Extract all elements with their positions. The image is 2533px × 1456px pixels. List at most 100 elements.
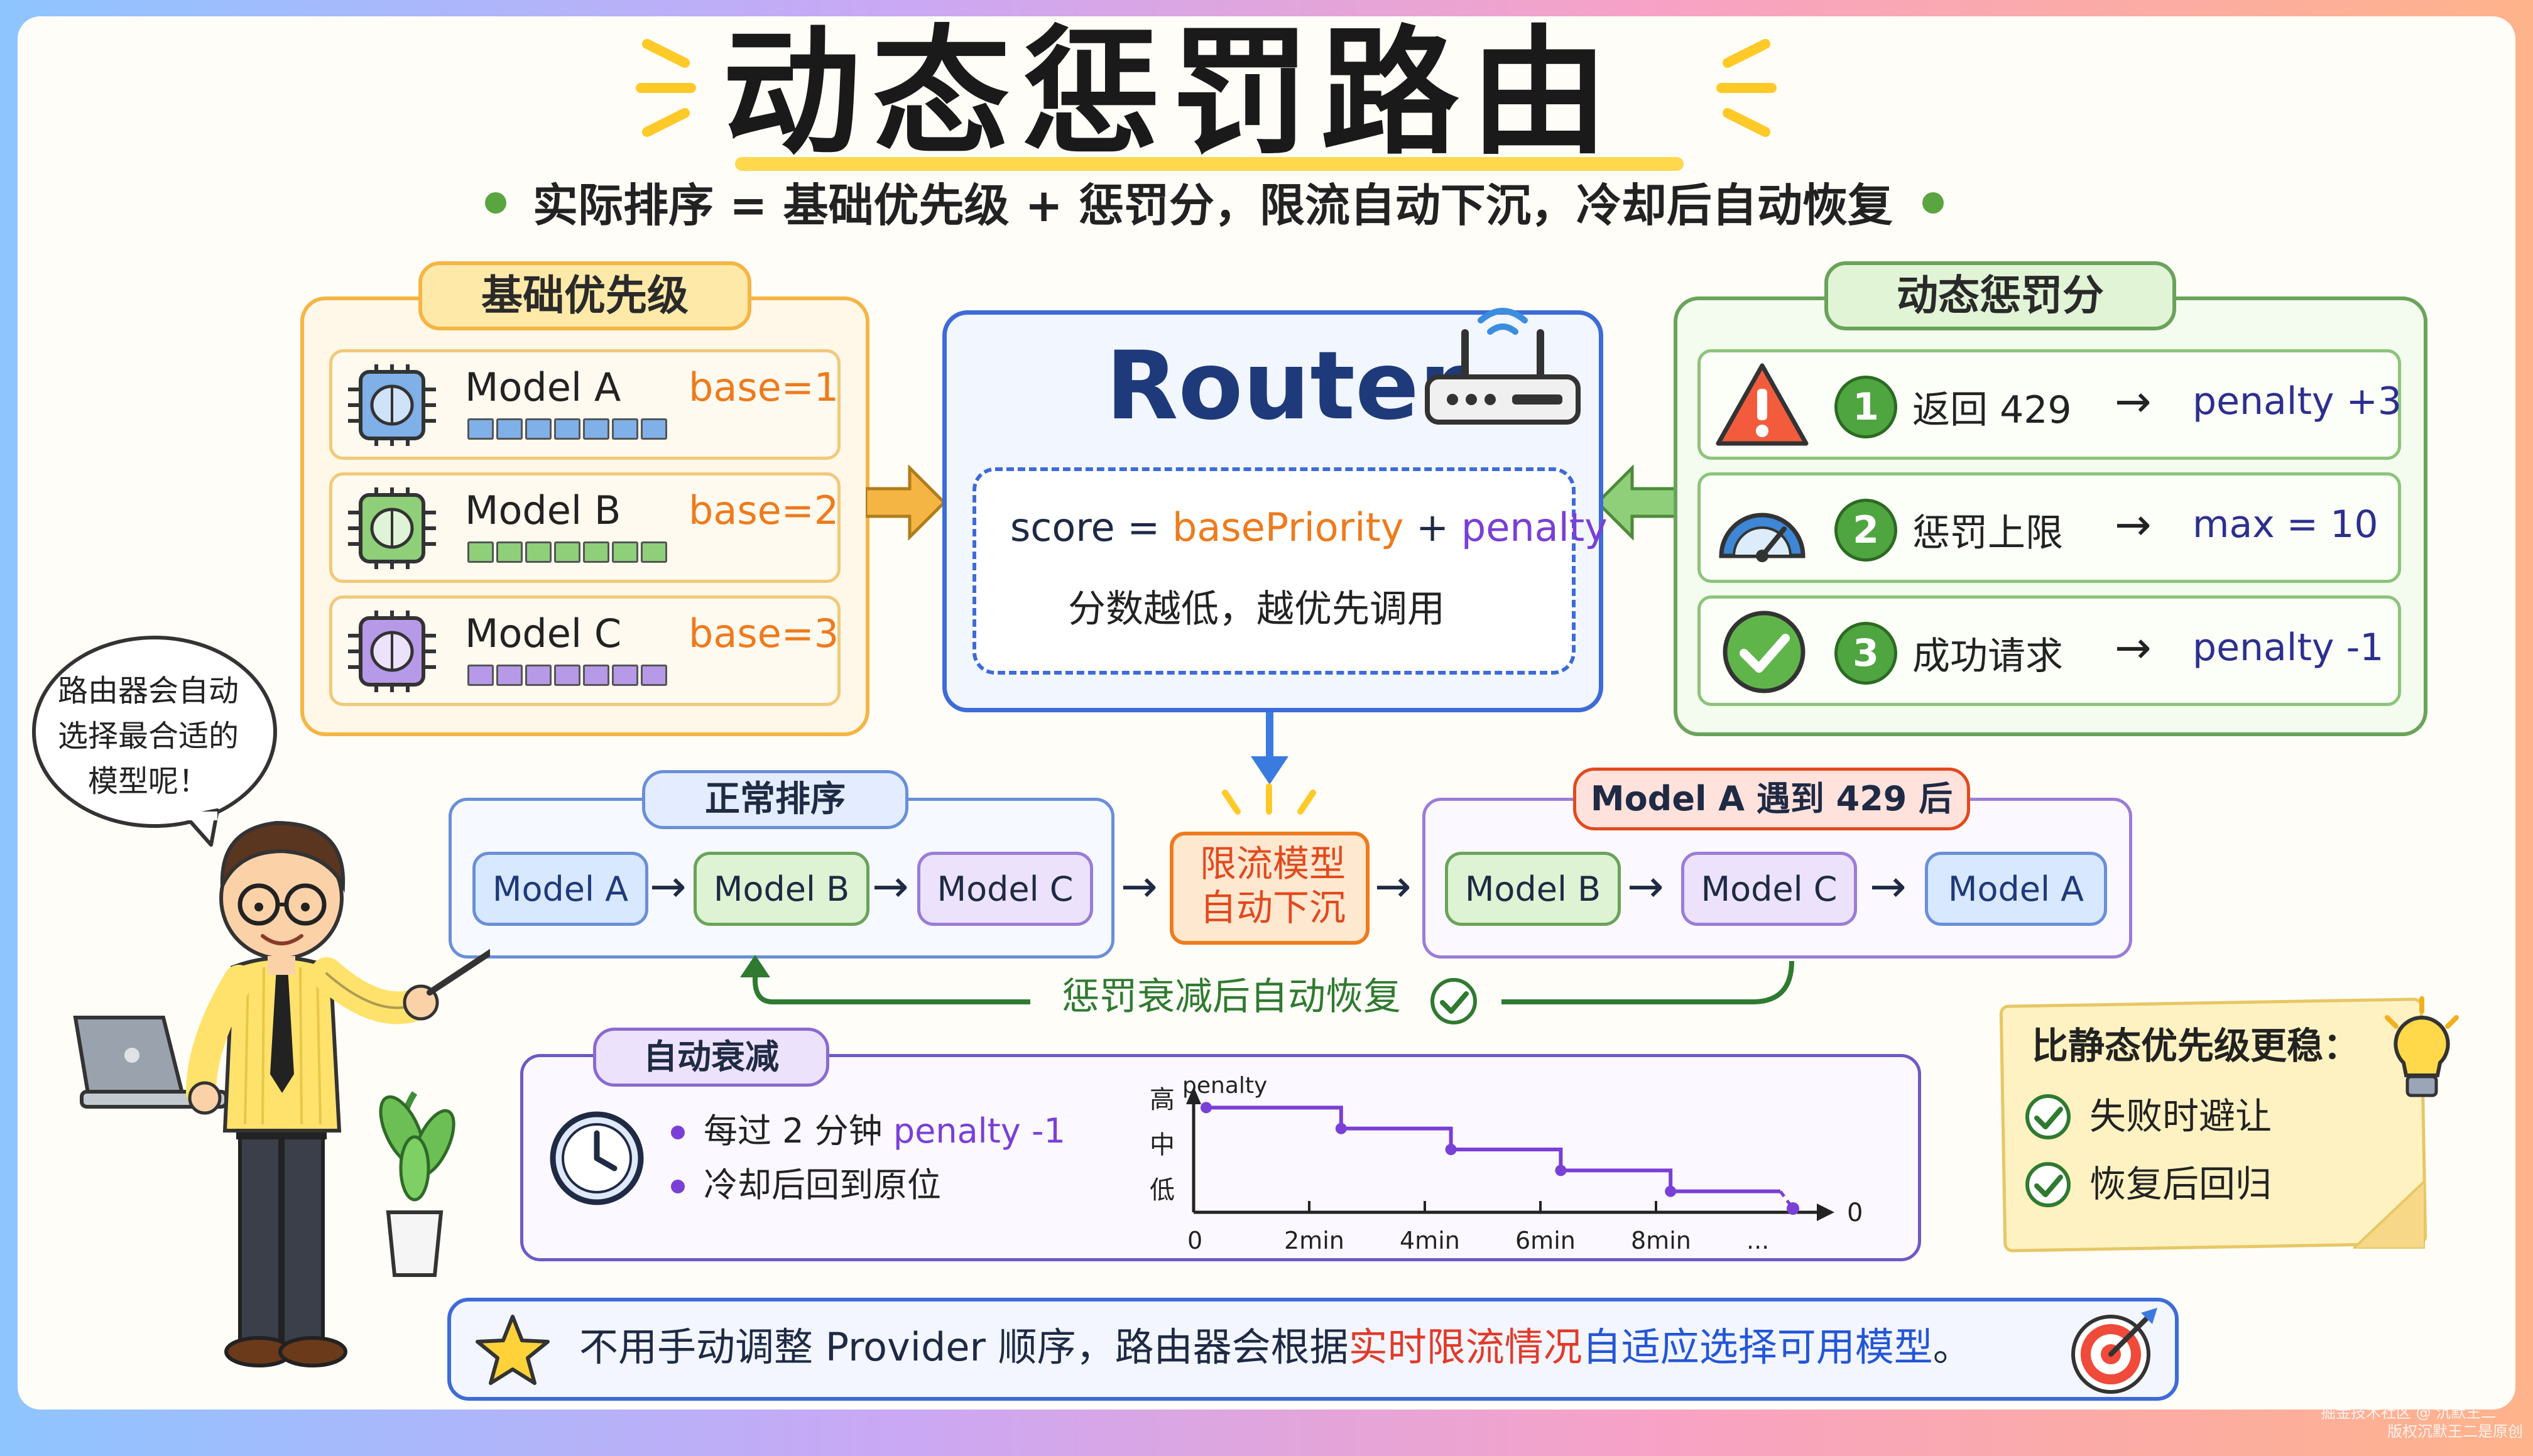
normal-order-item: Model A bbox=[472, 852, 648, 926]
rule-number-2: 2 bbox=[1834, 499, 1897, 562]
x-tick-label: 4min bbox=[1400, 1227, 1460, 1254]
arrow-left-icon bbox=[1595, 465, 1676, 540]
penalty-point bbox=[1201, 1102, 1212, 1114]
flow-arrow: → bbox=[1121, 861, 1158, 912]
x-tick-label: 2min bbox=[1284, 1227, 1344, 1254]
title-sparkle-right-icon bbox=[1716, 39, 1777, 137]
warning-icon bbox=[1716, 363, 1809, 446]
arrow-right-icon bbox=[866, 465, 947, 540]
wifi-router-icon bbox=[1425, 308, 1581, 425]
formula-box bbox=[972, 467, 1576, 675]
rule-arrow-1: → bbox=[2115, 376, 2152, 427]
model-c-name: Model C bbox=[465, 611, 622, 656]
base-priority-header: 基础优先级 bbox=[418, 261, 751, 330]
model-b-base: base=2 bbox=[689, 487, 839, 533]
rule-effect-2: max = 10 bbox=[2193, 503, 2378, 546]
subtitle-dot-right bbox=[1922, 192, 1944, 214]
bullet-dot bbox=[671, 1126, 685, 1139]
decay-bullet-1-highlight: penalty -1 bbox=[893, 1111, 1065, 1151]
rule-label-1: 返回 429 bbox=[1912, 388, 2072, 432]
normal-order-item: Model B bbox=[694, 852, 869, 926]
bottom-text-part3: 自适应选择可用模型 bbox=[1582, 1324, 1933, 1370]
recover-label: 惩罚衰减后自动恢复 bbox=[1062, 975, 1401, 1019]
subtitle: 实际排序 = 基础优先级 + 惩罚分，限流自动下沉，冷却后自动恢复 bbox=[533, 179, 1893, 232]
x-tick-label: 6min bbox=[1515, 1227, 1576, 1254]
dashed-tail bbox=[1779, 1190, 1795, 1210]
gauge-icon bbox=[1719, 513, 1806, 562]
check-circle-icon bbox=[2025, 1162, 2071, 1207]
rule-effect-3: penalty -1 bbox=[2193, 626, 2384, 670]
decay-bullet-1-prefix: 每过 2 分钟 bbox=[704, 1111, 893, 1151]
bottom-text-part1: 不用手动调整 Provider 顺序，路由器会根据 bbox=[579, 1324, 1349, 1370]
penalty-series-line bbox=[1206, 1106, 1780, 1193]
after-429-item: Model A bbox=[1925, 852, 2107, 926]
penalty-point bbox=[1445, 1144, 1457, 1155]
formula-base: basePriority bbox=[1172, 504, 1404, 550]
formula-plus: + bbox=[1416, 504, 1449, 550]
sink-box-line-2: 自动下沉 bbox=[1200, 886, 1346, 929]
bottom-text: 不用手动调整 Provider 顺序，路由器会根据实时限流情况自适应选择可用模型… bbox=[579, 1319, 1972, 1376]
speech-line-2: 选择最合适的 bbox=[58, 719, 239, 754]
rule-arrow-2: → bbox=[2115, 499, 2152, 550]
page-title: 动态惩罚路由 bbox=[722, 13, 1620, 173]
brain-chip-icon bbox=[348, 364, 436, 446]
bullet-dot bbox=[671, 1180, 685, 1193]
presenter-illustration bbox=[73, 820, 490, 1367]
decay-header: 自动衰减 bbox=[593, 1028, 829, 1087]
target-icon bbox=[2071, 1308, 2157, 1394]
rule-number-1: 1 bbox=[1834, 376, 1897, 438]
model-row-b bbox=[329, 472, 841, 583]
check-circle-icon bbox=[2025, 1094, 2071, 1139]
model-c-base: base=3 bbox=[689, 611, 839, 656]
star-icon bbox=[476, 1315, 550, 1385]
brain-chip-icon bbox=[348, 487, 436, 569]
flow-arrow: → bbox=[650, 861, 687, 912]
decay-panel bbox=[520, 1054, 1921, 1261]
end-label: 0 bbox=[1847, 1198, 1863, 1227]
penalty-header: 动态惩罚分 bbox=[1824, 261, 2176, 330]
recovery-arrow-icon bbox=[740, 955, 1794, 1004]
lightbulb-icon bbox=[2385, 996, 2459, 1097]
watermark-line-1: 掘金技术社区 @ 沉默王二 bbox=[2321, 1404, 2497, 1421]
rule-effect-1: penalty +3 bbox=[2193, 379, 2402, 423]
check-circle-icon bbox=[1430, 978, 1477, 1024]
normal-order-item: Model C bbox=[917, 852, 1093, 926]
penalty-point bbox=[1665, 1185, 1677, 1197]
sink-box-line-1: 限流模型 bbox=[1200, 842, 1346, 885]
note-item-1: 失败时避让 bbox=[2089, 1095, 2272, 1138]
decay-bullet-2: 冷却后回到原位 bbox=[704, 1165, 941, 1205]
sink-box bbox=[1170, 832, 1370, 945]
rule-number-3: 3 bbox=[1834, 622, 1897, 685]
x-tick-label: 8min bbox=[1631, 1227, 1691, 1254]
model-row-c bbox=[329, 595, 841, 706]
flow-arrow: → bbox=[1870, 861, 1907, 912]
note-item-2: 恢复后回归 bbox=[2089, 1163, 2272, 1205]
bottom-text-part2: 实时限流情况 bbox=[1348, 1324, 1582, 1370]
check-circle-icon bbox=[1723, 611, 1806, 693]
model-a-bars bbox=[467, 418, 670, 440]
formula: score = basePriority + penalty bbox=[1010, 503, 1608, 553]
after-429-item: Model C bbox=[1681, 852, 1857, 926]
x-tick-label: 0 bbox=[1187, 1227, 1202, 1254]
x-axis-arrow bbox=[1817, 1203, 1834, 1221]
after-429-header: Model A 遇到 429 后 bbox=[1573, 768, 1970, 830]
speech-line-1: 路由器会自动 bbox=[58, 673, 239, 709]
subtitle-dot-left bbox=[485, 192, 506, 214]
series-label: penalty bbox=[1182, 1073, 1267, 1099]
bottom-banner bbox=[447, 1298, 2179, 1401]
model-c-bars bbox=[467, 665, 670, 686]
note-title: 比静态优先级更稳： bbox=[2032, 1024, 2360, 1067]
formula-penalty: penalty bbox=[1461, 504, 1608, 550]
rule-arrow-3: → bbox=[2115, 622, 2152, 673]
rule-label-2: 惩罚上限 bbox=[1912, 511, 2063, 555]
speech-line-3: 模型呢！ bbox=[88, 764, 209, 799]
model-b-bars bbox=[467, 541, 670, 563]
penalty-rule-2 bbox=[1697, 472, 2401, 583]
flow-arrow: → bbox=[872, 861, 909, 912]
model-a-base: base=1 bbox=[689, 364, 839, 410]
y-tick-label: 高 bbox=[1150, 1085, 1175, 1114]
router-note: 分数越低，越优先调用 bbox=[1068, 587, 1445, 631]
bottom-text-part4: 。 bbox=[1932, 1324, 1972, 1370]
after-429-item: Model B bbox=[1445, 852, 1621, 926]
